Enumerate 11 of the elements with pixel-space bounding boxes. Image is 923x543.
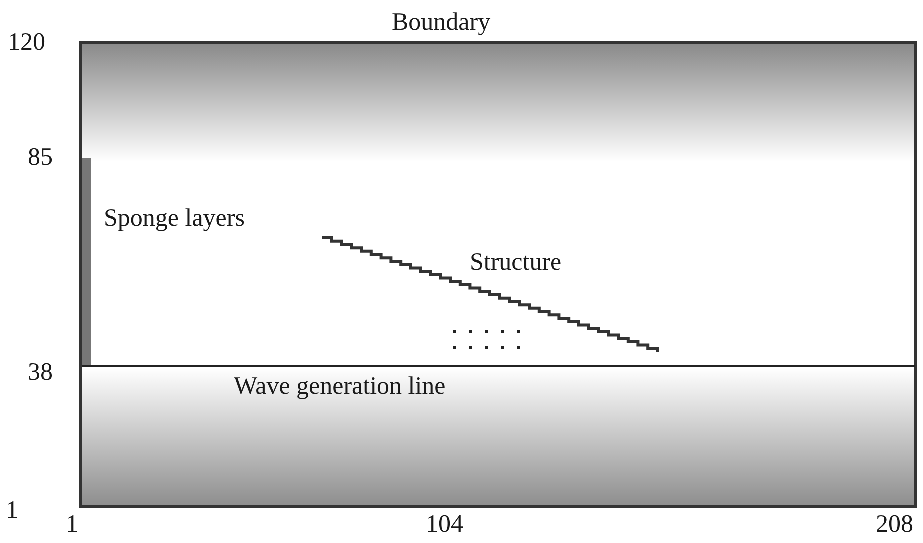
axis-tick-label: 1 — [66, 512, 78, 537]
axis-tick-label: 208 — [876, 512, 914, 537]
axis-tick-label: 1 — [6, 498, 18, 523]
axis-tick-label: 38 — [28, 360, 53, 385]
axis-tick-label: 85 — [28, 145, 53, 170]
axis-tick-label: 104 — [426, 512, 464, 537]
region-label: Sponge layers — [104, 206, 245, 231]
axis-tick-label: 120 — [8, 30, 46, 55]
boundary-label: Boundary — [392, 10, 491, 35]
line-label: Wave generation line — [234, 374, 446, 399]
structure-label: Structure — [470, 250, 562, 275]
